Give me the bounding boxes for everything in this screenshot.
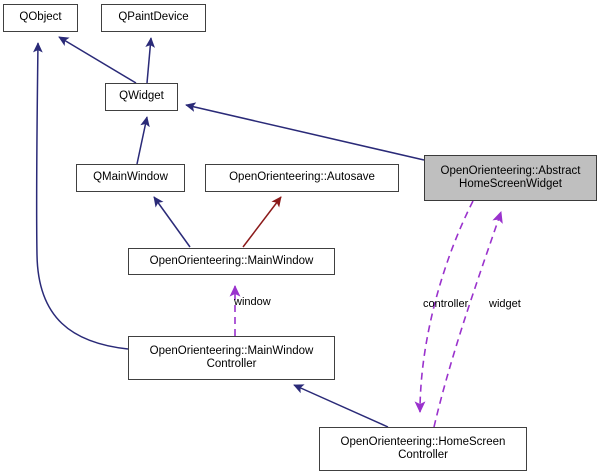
- class-node-label: OpenOrienteering::Abstract HomeScreenWid…: [440, 164, 581, 191]
- edge-oohscontrol-to-oomwcontrol: [293, 384, 389, 428]
- class-node-label: QWidget: [119, 90, 164, 103]
- edge-label-widget: widget: [489, 298, 521, 310]
- class-node-label: QMainWindow: [93, 171, 168, 184]
- edge-qwidget-to-qobject: [58, 36, 137, 84]
- class-node-label: OpenOrienteering::HomeScreen Controller: [340, 435, 506, 462]
- class-node-label: OpenOrienteering::Autosave: [229, 171, 375, 184]
- class-node-qpaintdevice[interactable]: QPaintDevice: [101, 4, 206, 32]
- edge-qmainwindow-to-qwidget: [136, 116, 150, 165]
- class-node-label: QObject: [19, 11, 62, 24]
- class-node-openorienteering-mainwindow[interactable]: OpenOrienteering::MainWindow: [128, 248, 335, 275]
- class-node-openorienteering-mainwindowcontroller[interactable]: OpenOrienteering::MainWindow Controller: [128, 336, 335, 380]
- edge-widget-usage: [433, 211, 503, 428]
- class-node-label: QPaintDevice: [118, 11, 189, 24]
- edge-oomainwindow-to-qmainwindow: [153, 196, 191, 248]
- class-node-openorienteering-homescreencontroller[interactable]: OpenOrienteering::HomeScreen Controller: [319, 427, 527, 471]
- class-node-qwidget[interactable]: QWidget: [105, 83, 178, 111]
- class-node-qmainwindow[interactable]: QMainWindow: [76, 164, 185, 192]
- edge-controller-usage: [414, 200, 474, 414]
- edge-oomainwindow-to-autosave: [242, 196, 282, 248]
- edge-label-window: window: [234, 296, 271, 308]
- class-node-qobject[interactable]: QObject: [3, 4, 78, 32]
- class-node-openorienteering-abstracthomescreenwidget[interactable]: OpenOrienteering::Abstract HomeScreenWid…: [424, 155, 597, 201]
- class-node-openorienteering-autosave[interactable]: OpenOrienteering::Autosave: [205, 164, 399, 192]
- edge-label-controller: controller: [423, 298, 469, 310]
- class-node-label: OpenOrienteering::MainWindow: [149, 254, 314, 267]
- edge-abstracthome-to-qwidget: [185, 102, 425, 161]
- class-node-label: OpenOrienteering::MainWindow Controller: [149, 344, 314, 371]
- edge-oomwcontrol-to-qobject: [33, 42, 129, 350]
- edge-qwidget-to-qpaintdevice: [145, 37, 156, 84]
